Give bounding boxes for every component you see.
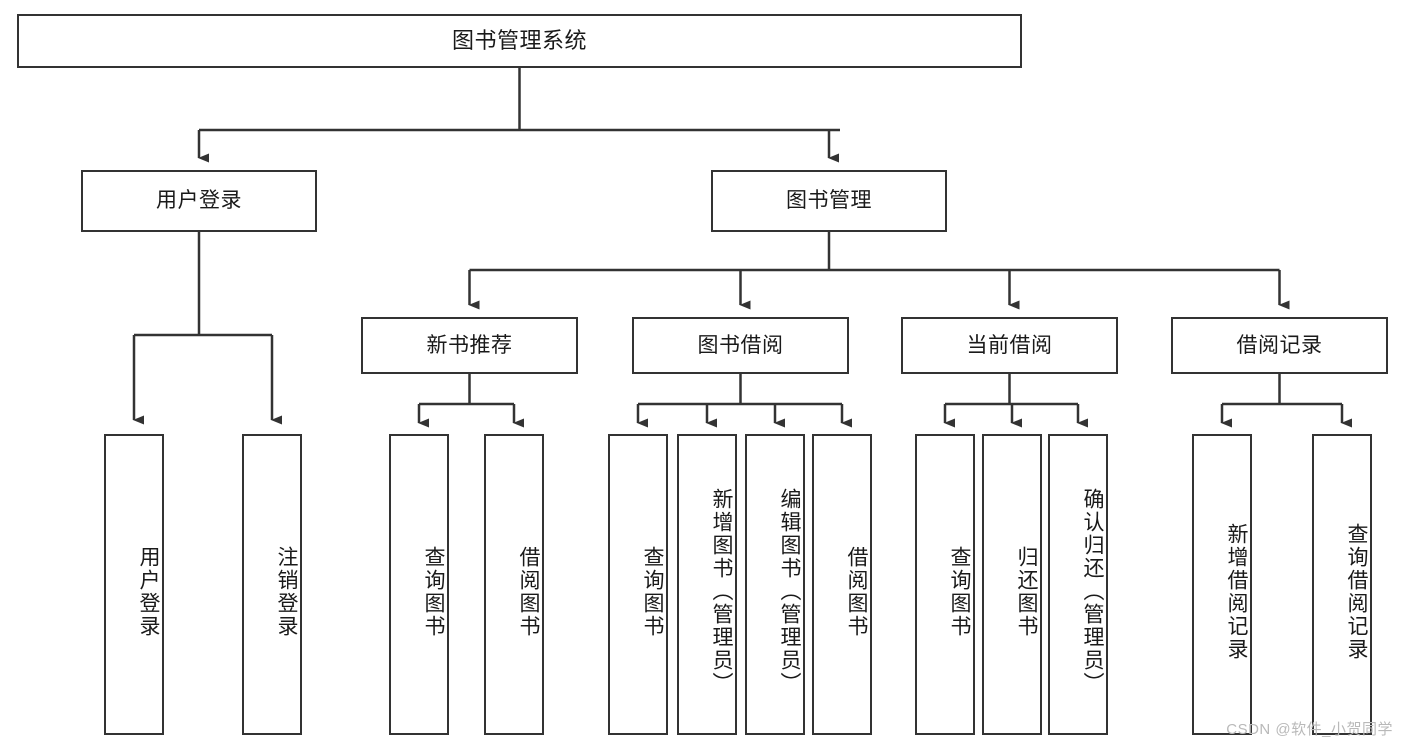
node-root[interactable]: 图书管理系统 xyxy=(17,14,1022,68)
leaf-query-borrow-record[interactable]: 查询借阅记录 xyxy=(1312,434,1372,735)
leaf-logout[interactable]: 注销登录 xyxy=(242,434,302,735)
leaf-edit-book[interactable]: 编辑图书（管理员） xyxy=(745,434,805,735)
watermark-text: CSDN @软件_小贺同学 xyxy=(1226,721,1393,738)
leaf-return-book[interactable]: 归还图书 xyxy=(982,434,1042,735)
leaf-query-book-current[interactable]: 查询图书 xyxy=(915,434,975,735)
node-current-borrow[interactable]: 当前借阅 xyxy=(901,317,1118,374)
node-borrow-record[interactable]: 借阅记录 xyxy=(1171,317,1388,374)
leaf-query-book-borrow[interactable]: 查询图书 xyxy=(608,434,668,735)
leaf-confirm-return[interactable]: 确认归还（管理员） xyxy=(1048,434,1108,735)
node-new-book-recommend[interactable]: 新书推荐 xyxy=(361,317,578,374)
leaf-user-login[interactable]: 用户登录 xyxy=(104,434,164,735)
node-book-borrow[interactable]: 图书借阅 xyxy=(632,317,849,374)
node-book-manage[interactable]: 图书管理 xyxy=(711,170,947,232)
leaf-query-book-recommend[interactable]: 查询图书 xyxy=(389,434,449,735)
leaf-borrow-book[interactable]: 借阅图书 xyxy=(812,434,872,735)
leaf-add-borrow-record[interactable]: 新增借阅记录 xyxy=(1192,434,1252,735)
node-user-login[interactable]: 用户登录 xyxy=(81,170,317,232)
leaf-borrow-book-recommend[interactable]: 借阅图书 xyxy=(484,434,544,735)
leaf-add-book[interactable]: 新增图书（管理员） xyxy=(677,434,737,735)
